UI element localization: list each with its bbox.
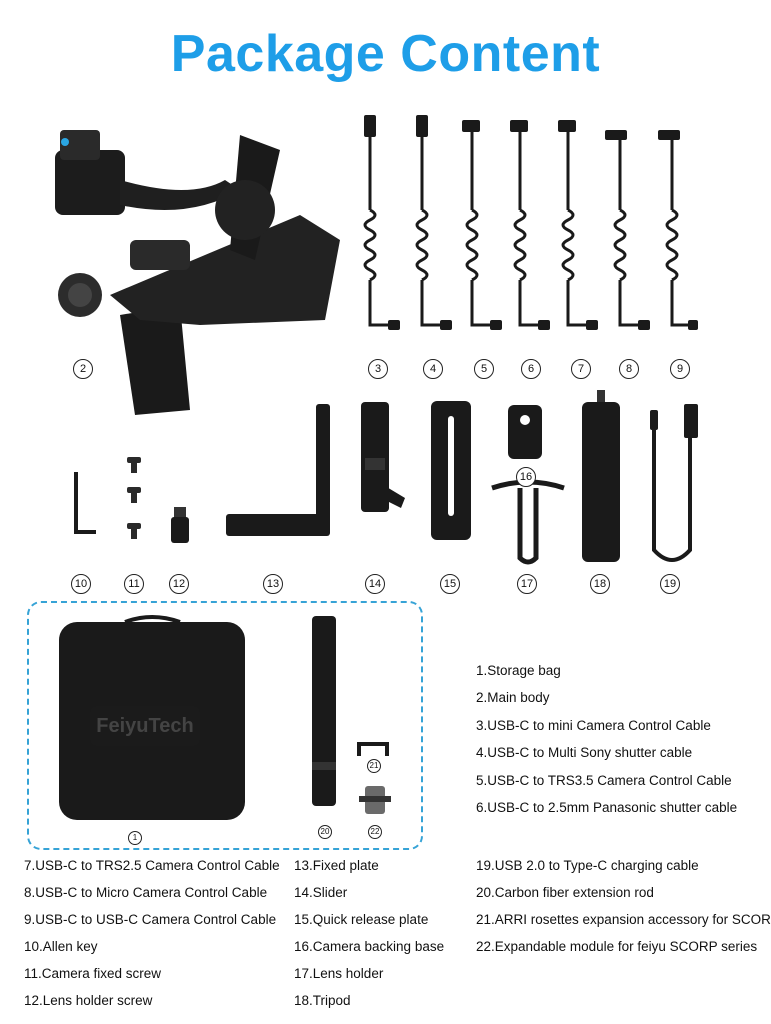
list-item: 20.Carbon fiber extension rod xyxy=(476,885,654,900)
item-number-22: 22 xyxy=(368,825,382,839)
list-item: 2.Main body xyxy=(476,690,550,705)
gimbal-main-body-image xyxy=(55,130,340,415)
list-item: 17.Lens holder xyxy=(294,966,384,981)
item-number-5: 5 xyxy=(474,359,494,379)
item-number-15: 15 xyxy=(440,574,460,594)
expandable-module-image xyxy=(359,786,391,814)
list-item: 18.Tripod xyxy=(294,993,351,1008)
lens-holder-screw-image xyxy=(171,507,189,543)
list-item: 14.Slider xyxy=(294,885,348,900)
item-number-21: 21 xyxy=(367,759,381,773)
item-number-19: 19 xyxy=(660,574,680,594)
charging-cable-image xyxy=(650,404,698,562)
list-item: 12.Lens holder screw xyxy=(24,993,153,1008)
item-number-6: 6 xyxy=(521,359,541,379)
item-number-17: 17 xyxy=(517,574,537,594)
allen-key-image xyxy=(74,472,96,534)
item-number-4: 4 xyxy=(423,359,443,379)
list-item: 7.USB-C to TRS2.5 Camera Control Cable xyxy=(24,858,280,873)
list-item: 5.USB-C to TRS3.5 Camera Control Cable xyxy=(476,773,732,788)
slider-image xyxy=(361,402,405,512)
item-number-8: 8 xyxy=(619,359,639,379)
page-title: Package Content xyxy=(170,25,601,83)
list-item: 4.USB-C to Multi Sony shutter cable xyxy=(476,745,693,760)
item-number-18: 18 xyxy=(590,574,610,594)
list-item: 19.USB 2.0 to Type-C charging cable xyxy=(476,858,699,873)
carbon-fiber-rod-image xyxy=(312,616,336,806)
arri-rosette-accessory-image xyxy=(357,742,389,756)
item-number-13: 13 xyxy=(263,574,283,594)
list-item: 10.Allen key xyxy=(24,939,98,954)
item-number-1: 1 xyxy=(128,831,142,845)
storage-bag-group-frame xyxy=(27,601,423,850)
list-item: 6.USB-C to 2.5mm Panasonic shutter cable xyxy=(476,800,738,815)
tripod-image xyxy=(582,390,620,562)
lens-holder-image xyxy=(491,479,565,565)
camera-backing-base-image xyxy=(508,405,542,459)
fixed-plate-image xyxy=(226,404,330,536)
list-item: 9.USB-C to USB-C Camera Control Cable xyxy=(24,912,277,927)
list-item: 1.Storage bag xyxy=(476,663,561,678)
quick-release-plate-image xyxy=(431,401,471,540)
list-item: 15.Quick release plate xyxy=(294,912,429,927)
item-number-12: 12 xyxy=(169,574,189,594)
camera-control-cables-image xyxy=(363,115,698,330)
list-item: 11.Camera fixed screw xyxy=(24,966,162,981)
list-item: 21.ARRI rosettes expansion accessory for… xyxy=(476,912,771,927)
list-item: 22.Expandable module for feiyu SCORP ser… xyxy=(476,939,758,954)
list-item: 13.Fixed plate xyxy=(294,858,379,873)
list-item: 3.USB-C to mini Camera Control Cable xyxy=(476,718,711,733)
list-item: 16.Camera backing base xyxy=(294,939,445,954)
item-number-20: 20 xyxy=(318,825,332,839)
bag-brand-logo: FeiyuTech xyxy=(90,706,200,746)
item-number-7: 7 xyxy=(571,359,591,379)
item-number-10: 10 xyxy=(71,574,91,594)
item-number-2: 2 xyxy=(73,359,93,379)
list-item: 8.USB-C to Micro Camera Control Cable xyxy=(24,885,268,900)
item-number-9: 9 xyxy=(670,359,690,379)
camera-fixed-screw-image xyxy=(127,457,141,539)
item-number-11: 11 xyxy=(124,574,144,594)
item-number-16: 16 xyxy=(516,467,536,487)
item-number-14: 14 xyxy=(365,574,385,594)
item-number-3: 3 xyxy=(368,359,388,379)
